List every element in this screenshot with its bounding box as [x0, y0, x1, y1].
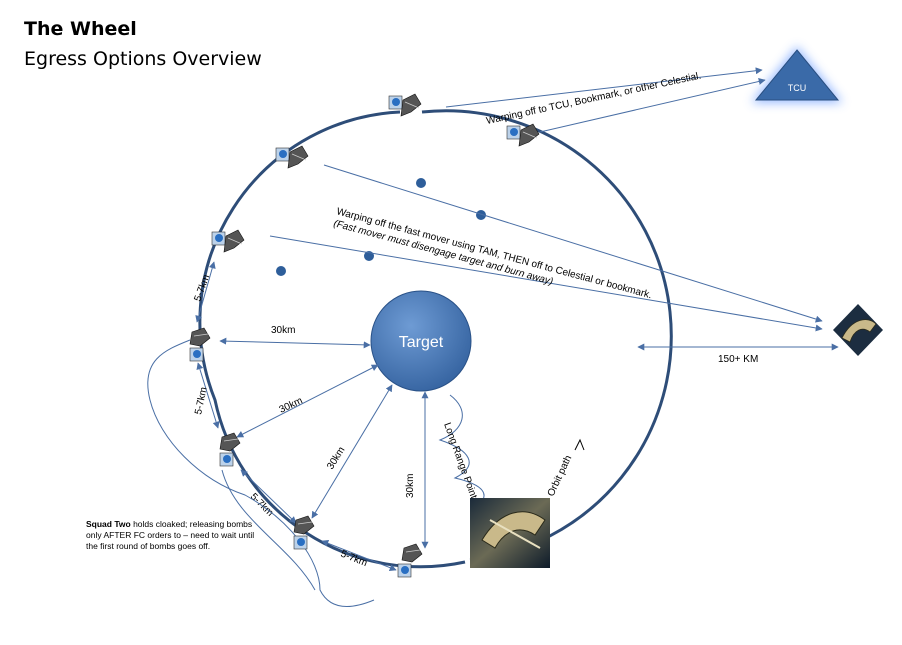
- tcu-triangle: TCU: [751, 46, 843, 103]
- squad-two-text: holds cloaked; releasing bombs only AFTE…: [86, 519, 255, 551]
- spacing-arrows: [195, 261, 397, 571]
- range-label-4: 30km: [405, 474, 416, 498]
- spacing-label-4: 5-7km: [339, 549, 369, 570]
- warp-lines-tcu: [445, 67, 766, 133]
- long-range-point-ship: [470, 498, 550, 568]
- range-arrows: [219, 337, 429, 549]
- fast-mover-ship: [833, 304, 883, 356]
- orbit-path-label: Orbit path: [546, 454, 575, 498]
- page-subtitle: Egress Options Overview: [24, 48, 262, 70]
- warp-tam-line1: Warping off the fast mover using TAM, TH…: [335, 206, 653, 301]
- long-range-point-label: Long Range Point: [441, 421, 479, 500]
- bomber-icon: [189, 327, 211, 362]
- bomber-icons: [189, 93, 540, 578]
- orbit-direction-icon: [574, 438, 585, 451]
- range-label-2: 30km: [278, 395, 305, 415]
- range-label-1: 30km: [271, 325, 295, 336]
- bomber-icon: [275, 145, 309, 169]
- squad-two-note: Squad Two holds cloaked; releasing bombs…: [86, 519, 266, 552]
- distance-label-150km: 150+ KM: [718, 354, 758, 365]
- bomber-icon: [211, 229, 245, 253]
- bomb-dots: [276, 178, 486, 276]
- spacing-label-1: 5-7km: [192, 273, 212, 303]
- tcu-label: TCU: [788, 83, 807, 93]
- bomber-icon: [293, 515, 315, 550]
- warp-lines-fast-mover: [269, 164, 823, 332]
- bomber-icon: [506, 123, 540, 147]
- squad-two-brace: [147, 339, 375, 608]
- bomber-icon: [388, 93, 422, 117]
- squad-two-bold: Squad Two: [86, 519, 131, 529]
- target-label: Target: [399, 334, 444, 351]
- page-title: The Wheel: [24, 18, 137, 40]
- squad-two-pointer: [221, 469, 316, 591]
- range-label-3: 30km: [325, 445, 347, 472]
- bomber-icon: [219, 432, 241, 467]
- bomber-icon: [397, 543, 423, 578]
- spacing-label-2: 5-7km: [193, 386, 210, 415]
- target-sphere: Target: [370, 290, 472, 392]
